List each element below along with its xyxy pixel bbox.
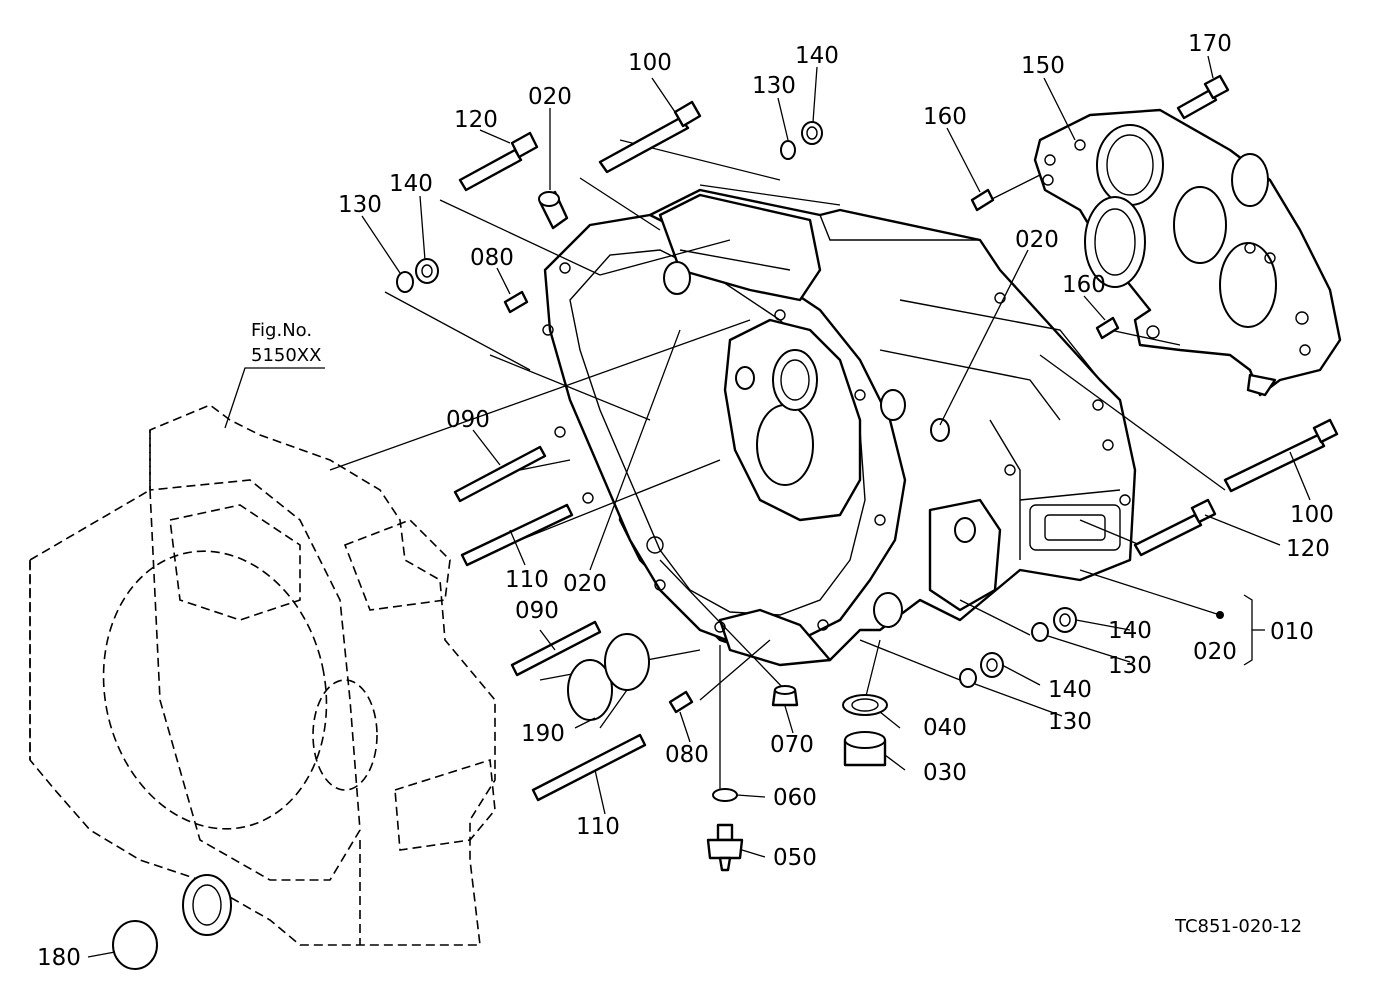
callout-020-right: 020 bbox=[1015, 227, 1059, 253]
callout-130-right-upper: 130 bbox=[1108, 653, 1152, 679]
callout-030: 030 bbox=[923, 760, 967, 786]
fig-no-number: 5150XX bbox=[251, 345, 321, 366]
callout-130-top-right: 130 bbox=[752, 73, 796, 99]
callout-labels: 100 140 130 020 120 140 130 080 170 150 … bbox=[37, 31, 1334, 971]
callout-120-top: 120 bbox=[454, 107, 498, 133]
reference-housing-dashed bbox=[29, 404, 496, 946]
callout-010: 010 bbox=[1270, 619, 1314, 645]
callout-140-top-right: 140 bbox=[795, 43, 839, 69]
callout-100-right: 100 bbox=[1290, 502, 1334, 528]
callout-170: 170 bbox=[1188, 31, 1232, 57]
callout-leaders bbox=[87, 55, 1311, 958]
leader-lines bbox=[329, 139, 1226, 790]
callout-100-top: 100 bbox=[628, 50, 672, 76]
callout-140-right-upper: 140 bbox=[1108, 618, 1152, 644]
callout-080-lower: 080 bbox=[665, 742, 709, 768]
callout-140-right-lower: 140 bbox=[1048, 677, 1092, 703]
drawing-code: TC851-020-12 bbox=[1174, 916, 1302, 937]
callout-070: 070 bbox=[770, 732, 814, 758]
callout-060: 060 bbox=[773, 785, 817, 811]
callout-080-top: 080 bbox=[470, 245, 514, 271]
callout-020-top: 020 bbox=[528, 84, 572, 110]
callout-130-top-left: 130 bbox=[338, 192, 382, 218]
fasteners bbox=[112, 74, 1339, 970]
callout-110-lower: 110 bbox=[576, 814, 620, 840]
callout-130-right-lower: 130 bbox=[1048, 709, 1092, 735]
figure-reference: Fig.No. 5150XX bbox=[251, 320, 321, 366]
callout-140-top-left: 140 bbox=[389, 171, 433, 197]
fig-no-label: Fig.No. bbox=[251, 320, 312, 341]
callout-120-right: 120 bbox=[1286, 536, 1330, 562]
callout-180: 180 bbox=[37, 945, 81, 971]
callout-190: 190 bbox=[521, 721, 565, 747]
transmission-case-housing bbox=[542, 188, 1137, 667]
callout-020-center: 020 bbox=[563, 571, 607, 597]
callout-110-upper: 110 bbox=[505, 567, 549, 593]
callout-090-upper: 090 bbox=[446, 407, 490, 433]
bracket-150 bbox=[1033, 108, 1342, 397]
callout-150: 150 bbox=[1021, 53, 1065, 79]
callout-020-assembly: 020 bbox=[1193, 639, 1237, 665]
callout-160-right: 160 bbox=[1062, 272, 1106, 298]
callout-160-top: 160 bbox=[923, 104, 967, 130]
callout-040: 040 bbox=[923, 715, 967, 741]
callout-090-lower: 090 bbox=[515, 598, 559, 624]
callout-050: 050 bbox=[773, 845, 817, 871]
